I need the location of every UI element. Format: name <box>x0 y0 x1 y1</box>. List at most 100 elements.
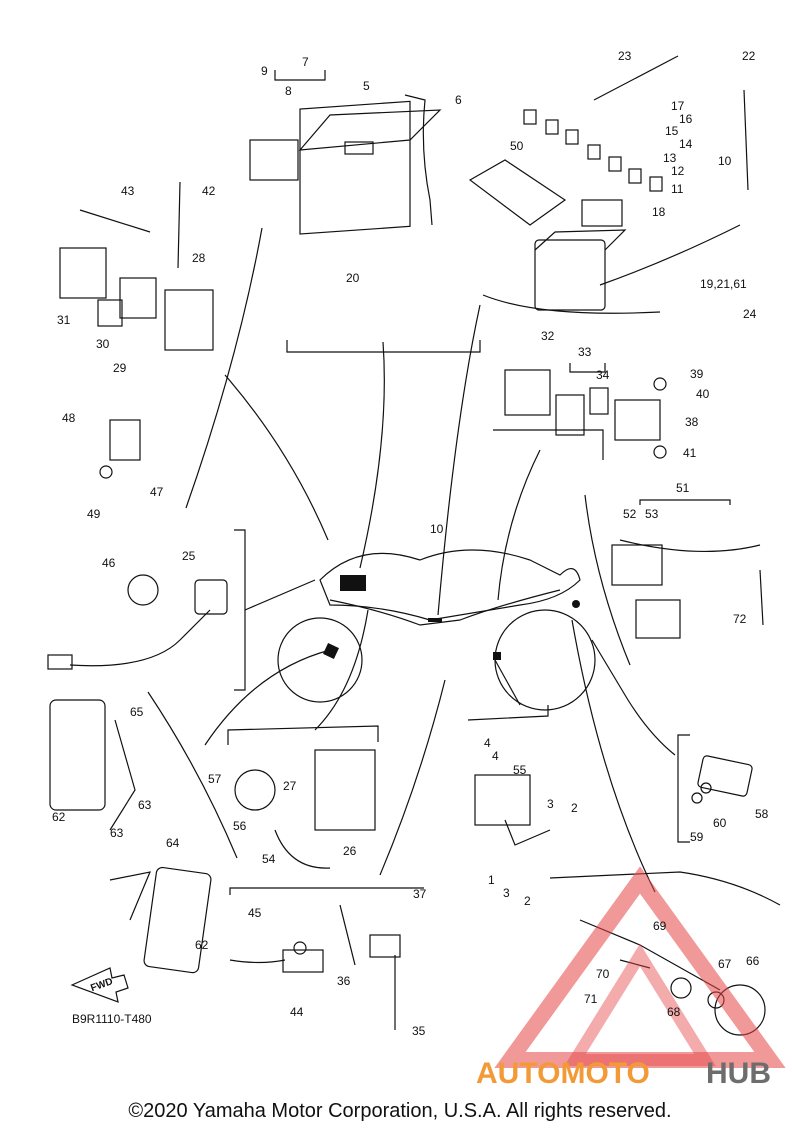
horn <box>234 769 276 811</box>
label-57: 57 <box>208 772 222 786</box>
bracket-tail <box>549 871 781 906</box>
bracket-top-right <box>482 294 661 314</box>
label-46: 46 <box>102 556 116 570</box>
label-67: 67 <box>718 957 732 971</box>
label-30: 30 <box>96 337 110 351</box>
label-54: 54 <box>262 852 276 866</box>
bracket-left <box>234 529 246 691</box>
label-63a: 63 <box>138 798 152 812</box>
bracket-top-left <box>185 227 263 509</box>
label-3a: 3 <box>547 797 554 811</box>
front-wheel <box>277 617 363 703</box>
label-44: 44 <box>290 1005 304 1019</box>
label-37: 37 <box>413 887 427 901</box>
label-62a: 62 <box>52 810 66 824</box>
harness-main <box>329 589 561 626</box>
label-71: 71 <box>584 992 598 1006</box>
label-40: 40 <box>696 387 710 401</box>
leader-7 <box>204 649 331 746</box>
label-27: 27 <box>283 779 297 793</box>
label-10b: 10 <box>430 522 444 536</box>
label-15: 15 <box>665 124 679 138</box>
label-62b: 62 <box>195 938 209 952</box>
label-36: 36 <box>337 974 351 988</box>
label-10a: 10 <box>718 154 732 168</box>
leader-11 <box>571 619 656 893</box>
label-52: 52 <box>623 507 637 521</box>
label-16: 16 <box>679 112 693 126</box>
label-24: 24 <box>743 307 757 321</box>
label-19-21-61: 19,21,61 <box>700 277 747 291</box>
watermark-triangle <box>494 866 786 1068</box>
fuse-cover <box>468 159 567 226</box>
watermark-text-left: AUTOMOTO <box>476 1057 650 1090</box>
label-2a: 2 <box>571 801 578 815</box>
label-25: 25 <box>182 549 196 563</box>
label-70: 70 <box>596 967 610 981</box>
copyright-notice: ©2020 Yamaha Motor Corporation, U.S.A. A… <box>128 1100 672 1122</box>
bracket-rear-reflector <box>677 734 690 843</box>
label-38: 38 <box>685 415 699 429</box>
label-6: 6 <box>455 93 462 107</box>
bracket-reflector <box>147 691 238 859</box>
label-60: 60 <box>713 816 727 830</box>
label-33: 33 <box>578 345 592 359</box>
label-11: 11 <box>671 182 684 196</box>
relay-28 <box>164 289 214 351</box>
label-64: 64 <box>166 836 180 850</box>
label-8: 8 <box>285 84 292 98</box>
bracket-right-harness <box>584 494 631 666</box>
label-68: 68 <box>667 1005 681 1019</box>
label-35: 35 <box>412 1024 426 1038</box>
label-39: 39 <box>690 367 704 381</box>
bracket-relay <box>493 429 604 460</box>
battery <box>299 100 411 235</box>
label-2b: 2 <box>524 894 531 908</box>
label-9: 9 <box>261 64 268 78</box>
fwd-label: FWD <box>89 976 114 994</box>
label-34: 34 <box>596 368 610 382</box>
label-51: 51 <box>676 481 690 495</box>
label-31: 31 <box>57 313 71 327</box>
watermark-logo <box>494 866 786 1068</box>
label-53: 53 <box>645 507 659 521</box>
label-65: 65 <box>130 705 144 719</box>
label-14: 14 <box>679 137 693 151</box>
bracket-horn <box>227 725 379 745</box>
diagram-code: B9R1110-T480 <box>72 1012 152 1026</box>
label-45: 45 <box>248 906 262 920</box>
label-50: 50 <box>510 139 524 153</box>
label-29: 29 <box>113 361 127 375</box>
label-72: 72 <box>733 612 747 626</box>
front-reflector <box>49 699 106 811</box>
label-63b: 63 <box>110 826 124 840</box>
fuse-box <box>534 239 606 311</box>
leader-3 <box>437 304 481 616</box>
label-69: 69 <box>653 919 667 933</box>
leader-10 <box>494 659 521 706</box>
label-55: 55 <box>513 763 527 777</box>
label-7: 7 <box>302 55 309 69</box>
label-4b: 4 <box>492 749 499 763</box>
watermark-text-right: HUB <box>706 1057 771 1090</box>
leader-1 <box>224 374 329 541</box>
label-12: 12 <box>671 164 685 178</box>
label-18: 18 <box>652 205 666 219</box>
leader-8 <box>314 609 369 731</box>
label-59: 59 <box>690 830 704 844</box>
label-22: 22 <box>742 49 756 63</box>
leader-6 <box>244 579 316 611</box>
label-42: 42 <box>202 184 216 198</box>
label-4a: 4 <box>484 736 491 750</box>
leader-4 <box>497 449 541 601</box>
label-13: 13 <box>663 151 677 165</box>
label-56: 56 <box>233 819 247 833</box>
label-49: 49 <box>87 507 101 521</box>
label-23: 23 <box>618 49 632 63</box>
label-58: 58 <box>755 807 769 821</box>
leader-2 <box>359 341 385 569</box>
label-48: 48 <box>62 411 76 425</box>
label-1: 1 <box>488 873 495 887</box>
rear-reflector-62 <box>143 866 212 974</box>
